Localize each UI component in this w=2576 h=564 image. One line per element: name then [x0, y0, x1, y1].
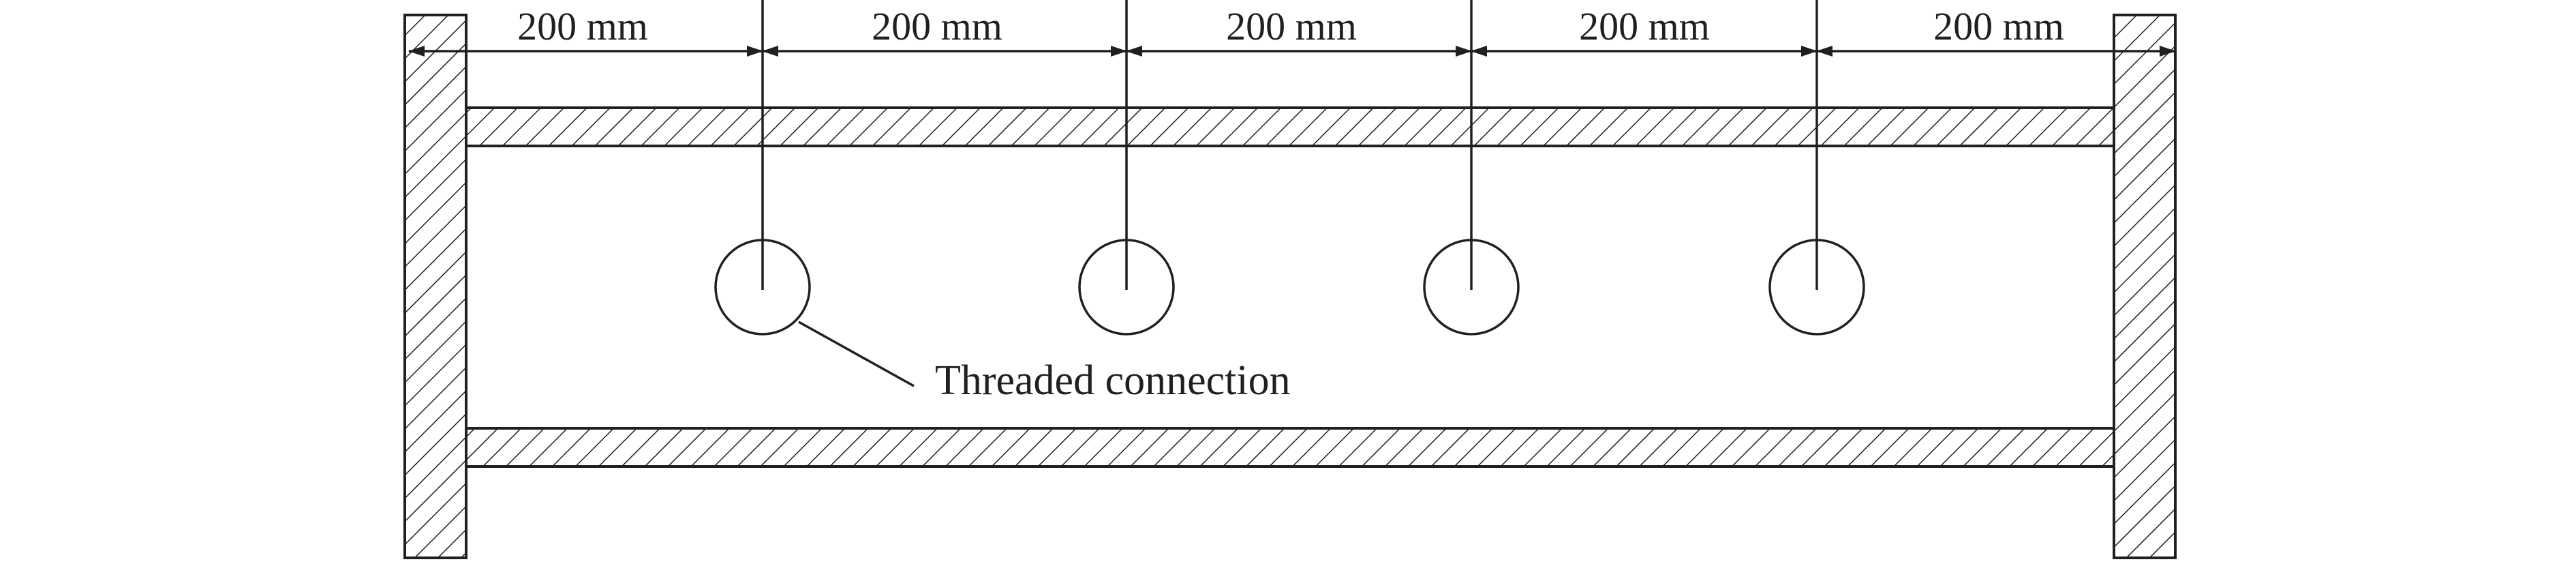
dimension-label-1: 200 mm [517, 4, 648, 48]
callout-leader [798, 321, 915, 387]
callout-label: Threaded connection [935, 357, 1291, 404]
threaded-connection-1 [714, 239, 811, 336]
dimension-label-5: 200 mm [1933, 4, 2064, 48]
left-end-plate [403, 14, 467, 559]
threaded-connection-3 [1423, 239, 1520, 336]
threaded-connection-4 [1768, 239, 1865, 336]
threaded-connection-2 [1078, 239, 1175, 336]
bottom-rail [465, 427, 2115, 468]
dimension-label-2: 200 mm [872, 4, 1002, 48]
right-end-plate [2113, 14, 2177, 559]
dimension-label-4: 200 mm [1579, 4, 1710, 48]
dimension-label-3: 200 mm [1226, 4, 1357, 48]
top-rail [465, 106, 2115, 147]
